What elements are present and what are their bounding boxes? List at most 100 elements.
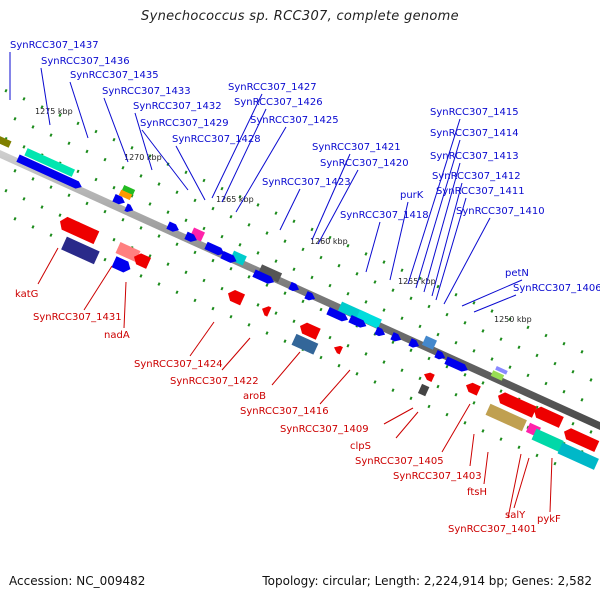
tick-mark [130, 146, 134, 150]
gene-feature[interactable] [348, 315, 368, 330]
gene-feature[interactable] [434, 350, 446, 361]
gene-feature[interactable] [531, 428, 564, 452]
tick-mark [328, 335, 332, 340]
gene-feature[interactable] [304, 291, 316, 302]
gene-feature[interactable] [260, 304, 272, 317]
gene-label[interactable]: SynRCC307_1422 [170, 376, 259, 387]
gene-feature[interactable] [496, 390, 537, 418]
gene-feature[interactable] [332, 344, 343, 355]
gene-label[interactable]: SynRCC307_1414 [430, 128, 519, 139]
tick-mark [121, 217, 125, 222]
gene-feature[interactable] [485, 403, 527, 432]
gene-feature[interactable] [166, 221, 180, 234]
label-leader-line [549, 457, 553, 513]
gene-feature[interactable] [355, 309, 382, 329]
gene-label[interactable]: SynRCC307_1418 [340, 210, 429, 221]
tick-mark [481, 429, 485, 433]
gene-label[interactable]: SynRCC307_1421 [312, 142, 401, 153]
tick-mark [112, 137, 116, 142]
gene-feature[interactable] [57, 215, 100, 245]
gene-feature[interactable] [464, 381, 481, 396]
gene-feature[interactable] [112, 194, 126, 206]
gene-label[interactable]: SynRCC307_1420 [320, 158, 409, 169]
tick-mark [175, 242, 179, 247]
gene-feature[interactable] [124, 203, 135, 214]
gene-label[interactable]: SynRCC307_1411 [436, 186, 525, 197]
gene-feature[interactable] [252, 269, 275, 286]
gene-label[interactable]: SynRCC307_1437 [10, 40, 99, 51]
gene-feature[interactable] [408, 338, 420, 349]
gene-label[interactable]: petN [505, 268, 529, 279]
gene-feature[interactable] [326, 307, 349, 323]
gene-label[interactable]: ftsH [467, 487, 487, 498]
gene-label[interactable]: SynRCC307_1427 [228, 82, 317, 93]
gene-label[interactable]: pykF [537, 514, 561, 525]
gene-label[interactable]: katG [15, 289, 38, 300]
gene-label[interactable]: purK [400, 190, 424, 201]
tick-mark [436, 384, 440, 389]
gene-label[interactable]: SynRCC307_1435 [70, 70, 159, 81]
gene-label[interactable]: SynRCC307_1401 [448, 524, 537, 535]
gene-label[interactable]: SynRCC307_1405 [355, 456, 444, 467]
gene-feature[interactable] [557, 442, 599, 470]
gene-label[interactable]: aroB [243, 391, 266, 402]
gene-feature[interactable] [257, 264, 283, 283]
label-leader-line [431, 182, 463, 297]
gene-label[interactable]: SynRCC307_1428 [172, 134, 261, 145]
gene-label[interactable]: SynRCC307_1424 [134, 359, 223, 370]
gene-feature[interactable] [16, 154, 83, 191]
gene-label[interactable]: SynRCC307_1403 [393, 471, 482, 482]
gene-label[interactable]: nadA [104, 330, 130, 341]
gene-label[interactable]: SynRCC307_1423 [262, 177, 351, 188]
gene-feature[interactable] [374, 326, 386, 338]
tick-mark [562, 389, 566, 394]
gene-label[interactable]: SynRCC307_1432 [133, 101, 222, 112]
tick-mark [463, 373, 467, 377]
tick-mark [31, 177, 35, 181]
gene-feature[interactable] [444, 356, 469, 374]
gene-feature[interactable] [562, 426, 600, 453]
gene-feature[interactable] [417, 383, 430, 397]
gene-feature[interactable] [0, 123, 12, 148]
gene-label[interactable]: SynRCC307_1410 [456, 206, 545, 217]
gene-label[interactable]: SynRCC307_1426 [234, 97, 323, 108]
gene-feature[interactable] [61, 236, 100, 265]
gene-feature[interactable] [421, 335, 437, 350]
gene-feature[interactable] [495, 366, 508, 375]
gene-label[interactable]: SynRCC307_1436 [41, 56, 130, 67]
gene-label[interactable]: SynRCC307_1416 [240, 406, 329, 417]
gene-feature[interactable] [390, 332, 402, 343]
gene-label[interactable]: SynRCC307_1415 [430, 107, 519, 118]
gene-feature[interactable] [132, 251, 152, 269]
gene-feature[interactable] [422, 371, 435, 382]
gene-feature[interactable] [184, 231, 198, 244]
gene-feature[interactable] [204, 241, 226, 258]
gene-label[interactable]: SynRCC307_1412 [432, 171, 521, 182]
gene-feature[interactable] [226, 288, 246, 306]
gene-feature[interactable] [121, 185, 136, 196]
gene-label[interactable]: SynRCC307_1425 [250, 115, 339, 126]
gene-feature[interactable] [111, 256, 133, 274]
gene-label[interactable]: SynRCC307_1406 [513, 283, 600, 294]
gene-label[interactable]: clpS [350, 441, 371, 452]
gene-label[interactable]: SynRCC307_1413 [430, 151, 519, 162]
gene-feature[interactable] [229, 250, 247, 266]
tick-mark [40, 105, 44, 109]
tick-mark [220, 234, 224, 239]
gene-feature[interactable] [24, 148, 76, 177]
gene-label[interactable]: SynRCC307_1433 [102, 86, 191, 97]
gene-feature[interactable] [288, 281, 300, 293]
gene-label[interactable]: SynRCC307_1431 [33, 312, 122, 323]
tick-mark [382, 260, 386, 264]
gene-feature[interactable] [532, 405, 564, 428]
gene-label[interactable]: salY [505, 510, 526, 521]
gene-label[interactable]: SynRCC307_1409 [280, 424, 369, 435]
gene-feature[interactable] [490, 370, 505, 381]
label-leader-line [407, 118, 461, 285]
gene-feature[interactable] [291, 333, 319, 355]
gene-label[interactable]: SynRCC307_1429 [140, 118, 229, 129]
gene-feature[interactable] [118, 189, 133, 201]
gene-feature[interactable] [220, 250, 238, 265]
gene-feature[interactable] [298, 321, 321, 340]
